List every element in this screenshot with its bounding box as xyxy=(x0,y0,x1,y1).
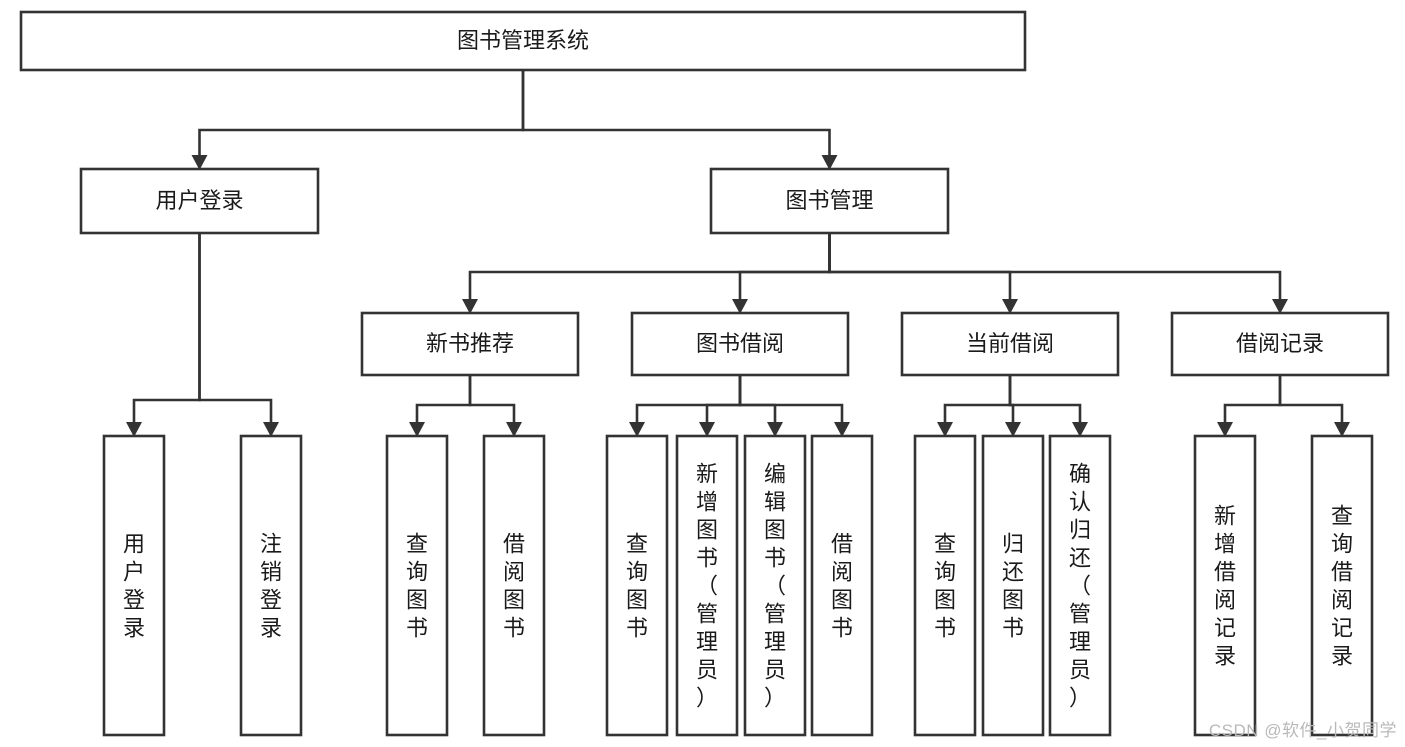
node-label: 新增图书（管理员） xyxy=(696,461,718,710)
connector-bookmgmt-to-newbook xyxy=(462,233,831,314)
node-box[interactable] xyxy=(605,434,669,737)
arrow-head-icon xyxy=(834,422,850,437)
connector-borrow-to-leaf-bo-borrow xyxy=(738,375,850,437)
node-leaf-cu-return[interactable]: 归还图书 xyxy=(981,434,1045,737)
connector-records-to-leaf-rc-add xyxy=(1217,375,1282,437)
node-box[interactable] xyxy=(1310,434,1374,737)
connector-bookmgmt-to-borrow xyxy=(732,233,831,314)
node-box[interactable] xyxy=(900,311,1120,377)
node-label: 查询图书 xyxy=(934,531,956,640)
node-box[interactable] xyxy=(239,434,303,737)
node-layer: 图书管理系统用户登录图书管理新书推荐图书借阅当前借阅借阅记录用户登录注销登录查询… xyxy=(19,10,1390,737)
node-label: 查询图书 xyxy=(626,531,648,640)
arrow-head-icon xyxy=(1072,422,1088,437)
node-label: 查询图书 xyxy=(406,531,428,640)
node-label: 确认归还（管理员） xyxy=(1069,461,1091,710)
node-leaf-nb-query[interactable]: 查询图书 xyxy=(385,434,449,737)
node-leaf-bo-query[interactable]: 查询图书 xyxy=(605,434,669,737)
node-leaf-user-logout[interactable]: 注销登录 xyxy=(239,434,303,737)
arrow-head-icon xyxy=(191,155,208,170)
node-leaf-nb-borrow[interactable]: 借阅图书 xyxy=(482,434,546,737)
node-label: 图书管理系统 xyxy=(457,28,589,53)
node-box[interactable] xyxy=(981,434,1045,737)
arrow-head-icon xyxy=(126,422,142,437)
node-label: 图书管理 xyxy=(785,188,873,213)
node-login[interactable]: 用户登录 xyxy=(79,167,320,235)
node-current[interactable]: 当前借阅 xyxy=(900,311,1120,377)
node-leaf-cu-query[interactable]: 查询图书 xyxy=(913,434,977,737)
connector-login-to-leaf-user-logout xyxy=(198,233,279,437)
arrow-head-icon xyxy=(732,299,748,314)
node-box[interactable] xyxy=(385,434,449,737)
arrow-head-icon xyxy=(1217,422,1233,437)
connector-bookmgmt-to-records xyxy=(828,233,1288,314)
node-label: 用户登录 xyxy=(155,188,243,213)
node-box[interactable] xyxy=(1048,434,1112,737)
node-label: 用户登录 xyxy=(123,531,145,640)
arrow-head-icon xyxy=(767,422,783,437)
node-leaf-cu-confirm[interactable]: 确认归还（管理员） xyxy=(1048,434,1112,737)
node-box[interactable] xyxy=(709,167,950,235)
node-box[interactable] xyxy=(743,434,807,737)
arrow-head-icon xyxy=(506,422,522,437)
node-label: 借阅记录 xyxy=(1236,331,1324,356)
node-newbook[interactable]: 新书推荐 xyxy=(360,311,580,377)
node-root[interactable]: 图书管理系统 xyxy=(19,10,1027,72)
node-box[interactable] xyxy=(79,167,320,235)
arrow-head-icon xyxy=(1272,299,1288,314)
node-box[interactable] xyxy=(913,434,977,737)
node-box[interactable] xyxy=(102,434,166,737)
node-label: 注销登录 xyxy=(260,531,282,640)
node-label: 编辑图书（管理员） xyxy=(764,461,786,710)
connector-login-to-leaf-user-login xyxy=(126,233,201,437)
node-label: 借阅图书 xyxy=(831,531,853,640)
arrow-head-icon xyxy=(937,422,953,437)
arrow-head-icon xyxy=(462,299,478,314)
connector-newbook-to-leaf-nb-borrow xyxy=(468,375,522,437)
node-label: 查询借阅记录 xyxy=(1331,503,1353,668)
connector-records-to-leaf-rc-query xyxy=(1278,375,1350,437)
node-leaf-bo-edit[interactable]: 编辑图书（管理员） xyxy=(743,434,807,737)
connector-bookmgmt-to-current xyxy=(828,233,1018,314)
node-box[interactable] xyxy=(675,434,739,737)
node-records[interactable]: 借阅记录 xyxy=(1170,311,1390,377)
connector-newbook-to-leaf-nb-query xyxy=(409,375,472,437)
node-box[interactable] xyxy=(1170,311,1390,377)
arrow-head-icon xyxy=(263,422,279,437)
arrow-head-icon xyxy=(629,422,645,437)
node-borrow[interactable]: 图书借阅 xyxy=(630,311,850,377)
node-leaf-bo-add[interactable]: 新增图书（管理员） xyxy=(675,434,739,737)
arrow-head-icon xyxy=(1334,422,1350,437)
node-leaf-rc-query[interactable]: 查询借阅记录 xyxy=(1310,434,1374,737)
node-leaf-bo-borrow[interactable]: 借阅图书 xyxy=(810,434,874,737)
connector-current-to-leaf-cu-confirm xyxy=(1008,375,1088,437)
arrow-head-icon xyxy=(1005,422,1021,437)
node-label: 归还图书 xyxy=(1002,531,1024,640)
connector-root-to-bookmgmt xyxy=(521,70,838,170)
node-bookmgmt[interactable]: 图书管理 xyxy=(709,167,950,235)
arrow-head-icon xyxy=(1002,299,1018,314)
node-label: 新书推荐 xyxy=(426,331,514,356)
node-label: 借阅图书 xyxy=(503,531,525,640)
arrow-head-icon xyxy=(699,422,715,437)
arrow-head-icon xyxy=(409,422,425,437)
node-box[interactable] xyxy=(810,434,874,737)
node-box[interactable] xyxy=(1193,434,1257,737)
node-leaf-rc-add[interactable]: 新增借阅记录 xyxy=(1193,434,1257,737)
arrow-head-icon xyxy=(821,155,838,170)
node-label: 当前借阅 xyxy=(966,331,1054,356)
node-box[interactable] xyxy=(360,311,580,377)
connector-layer xyxy=(126,70,1350,437)
connector-root-to-login xyxy=(191,70,525,170)
node-leaf-user-login[interactable]: 用户登录 xyxy=(102,434,166,737)
node-box[interactable] xyxy=(630,311,850,377)
node-box[interactable] xyxy=(482,434,546,737)
node-label: 图书借阅 xyxy=(696,331,784,356)
connector-current-to-leaf-cu-query xyxy=(937,375,1012,437)
node-label: 新增借阅记录 xyxy=(1214,503,1236,668)
node-box[interactable] xyxy=(19,10,1027,72)
